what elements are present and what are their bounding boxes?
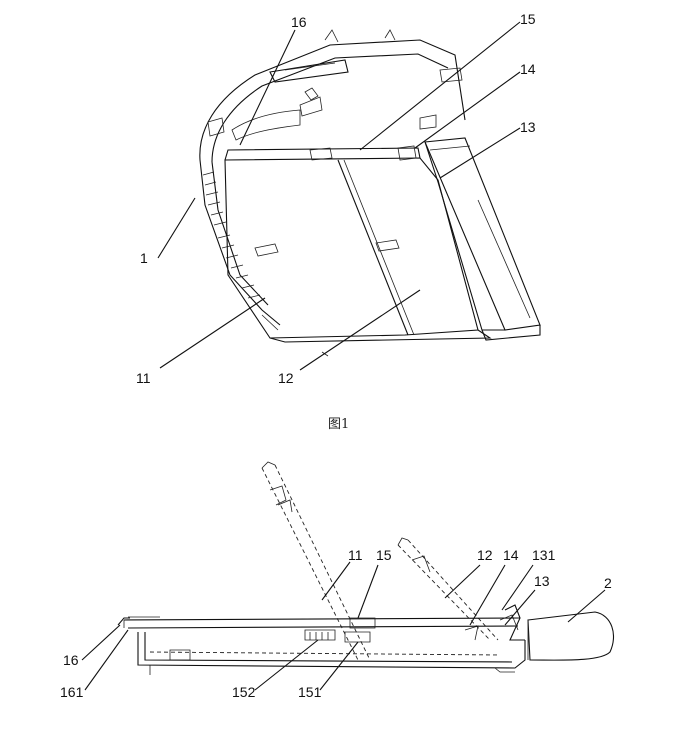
label-131: 131 xyxy=(532,547,556,563)
label-12: 12 xyxy=(477,547,493,563)
figure-2-drawing xyxy=(117,461,614,675)
figure-1-caption: 图1 xyxy=(328,417,349,432)
label-14: 14 xyxy=(503,547,519,563)
figure-1-labels: 1 11 12 13 14 15 16 xyxy=(136,11,536,386)
label-13: 13 xyxy=(534,573,550,589)
label-2: 2 xyxy=(604,575,612,591)
label-15: 15 xyxy=(520,11,536,27)
label-11: 11 xyxy=(348,547,363,563)
label-14: 14 xyxy=(520,61,536,77)
label-11: 11 xyxy=(136,370,151,386)
label-152: 152 xyxy=(232,684,256,700)
label-16: 16 xyxy=(291,14,307,30)
figure-2-leaders xyxy=(81,561,606,691)
label-161: 161 xyxy=(60,684,84,700)
label-16: 16 xyxy=(63,652,79,668)
label-151: 151 xyxy=(298,684,322,700)
label-12: 12 xyxy=(278,370,294,386)
figure-2-labels: 11 15 12 14 131 13 2 16 161 152 151 xyxy=(60,547,612,700)
figure-1-leaders xyxy=(157,21,521,371)
label-1: 1 xyxy=(140,250,148,266)
label-13: 13 xyxy=(520,119,536,135)
label-15: 15 xyxy=(376,547,392,563)
